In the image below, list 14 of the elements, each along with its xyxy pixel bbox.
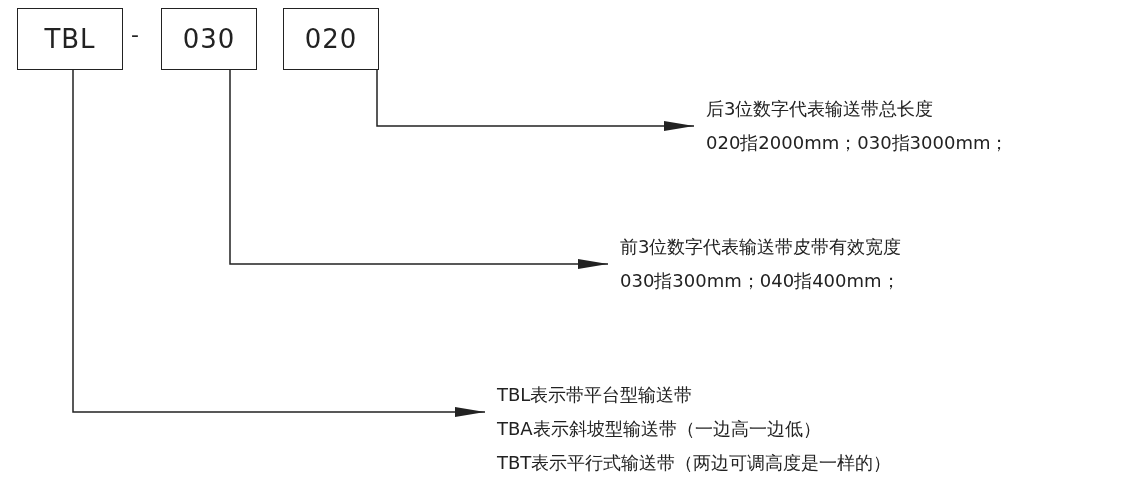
description-text: 030指300mm；040指400mm； <box>620 269 901 293</box>
description-text: TBT表示平行式输送带（两边可调高度是一样的） <box>497 451 892 475</box>
leader-arrow <box>376 69 695 131</box>
code-box: 030 <box>161 8 257 70</box>
leader-arrow <box>72 69 486 417</box>
hyphen-separator: - <box>131 22 139 47</box>
code-box: 020 <box>283 8 379 70</box>
description-text: 后3位数字代表输送带总长度 <box>706 97 935 121</box>
description-text: TBA表示斜坡型输送带（一边高一边低） <box>497 417 822 441</box>
code-box: TBL <box>17 8 123 70</box>
description-text: 020指2000mm；030指3000mm； <box>706 131 1009 155</box>
description-text: 前3位数字代表输送带皮带有效宽度 <box>620 235 902 259</box>
leader-arrow <box>229 69 609 269</box>
description-text: TBL表示带平台型输送带 <box>497 383 694 407</box>
